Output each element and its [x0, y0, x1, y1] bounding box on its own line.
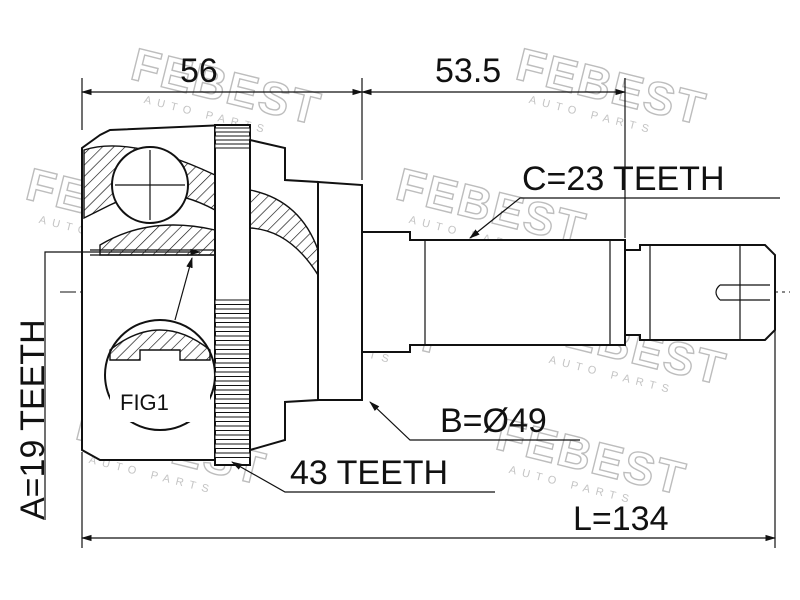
fig1-label: FIG1	[120, 390, 169, 415]
abs-tooth	[214, 407, 251, 413]
threaded-end	[624, 244, 776, 341]
dimension-53-5: 53.5	[360, 52, 627, 238]
total-length-label: L=134	[573, 500, 669, 538]
abs-tooth	[214, 317, 251, 323]
dimension-53-5-label: 53.5	[435, 52, 501, 90]
abs-tooth	[214, 308, 251, 314]
housing-neck	[249, 138, 363, 452]
abs-tooth	[214, 371, 251, 377]
abs-tooth	[214, 452, 251, 458]
stub-shaft	[361, 231, 776, 353]
dimension-56: 56	[80, 52, 364, 180]
dimension-56-label: 56	[180, 52, 218, 90]
abs-tooth	[214, 416, 251, 422]
abs-tooth	[214, 344, 251, 350]
fig1-detail: FIG1	[104, 256, 216, 431]
outer-diameter-label: B=Ø49	[440, 402, 547, 440]
callout-abs-ring: 43 TEETH	[231, 454, 495, 493]
abs-tone-ring	[214, 124, 251, 466]
abs-tooth	[214, 135, 251, 141]
detail-spline-section	[109, 329, 211, 361]
inner-spline-label: A=19 TEETH	[14, 319, 52, 520]
abs-tooth	[214, 443, 251, 449]
watermark-logo: FEBEST AUTO PARTS	[511, 37, 713, 137]
abs-tooth	[214, 299, 251, 305]
abs-tooth	[214, 380, 251, 386]
abs-tooth	[214, 143, 251, 149]
callout-outer-diameter: B=Ø49	[369, 401, 580, 441]
dimension-total-length: L=134	[80, 330, 777, 548]
outer-spline-label: C=23 TEETH	[522, 160, 725, 198]
abs-tooth	[214, 362, 251, 368]
abs-tooth	[214, 389, 251, 395]
abs-tooth	[214, 398, 251, 404]
abs-tooth	[214, 425, 251, 431]
abs-tooth	[214, 326, 251, 332]
abs-ring-label: 43 TEETH	[290, 454, 448, 492]
cotter-hole	[715, 284, 770, 301]
callout-inner-spline: A=19 TEETH	[14, 248, 202, 520]
fig1-leader	[174, 256, 193, 321]
abs-tooth	[214, 127, 251, 133]
callout-outer-spline: C=23 TEETH	[469, 160, 780, 239]
abs-tooth	[214, 335, 251, 341]
abs-tooth	[214, 353, 251, 359]
abs-tooth	[214, 434, 251, 440]
